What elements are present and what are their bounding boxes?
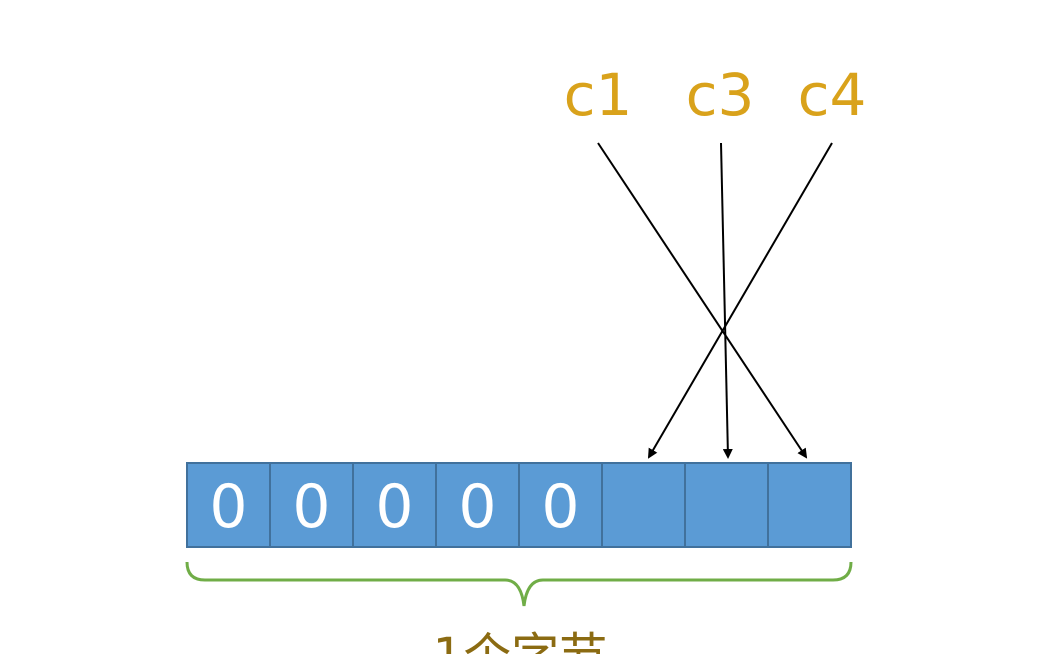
bit-value: 0 (292, 472, 330, 542)
label-c4: c4 (798, 61, 867, 129)
byte-cell (601, 462, 686, 548)
byte-cell (518, 462, 603, 548)
byte-cell (186, 462, 271, 548)
label-c3: c3 (686, 61, 755, 129)
byte-cell (269, 462, 354, 548)
brace-label: 1个字节 (433, 628, 608, 654)
arrow-c1 (597, 142, 808, 459)
byte-brace (185, 561, 853, 607)
bit-value: 0 (458, 472, 496, 542)
arrow-c4 (647, 142, 833, 459)
arrow-c3 (720, 142, 733, 459)
bit-value: 0 (209, 472, 247, 542)
bit-value: 0 (375, 472, 413, 542)
byte-cell (684, 462, 769, 548)
label-c1: c1 (564, 61, 633, 129)
bit-value: 0 (541, 472, 579, 542)
byte-cell (767, 462, 852, 548)
byte-cell (352, 462, 437, 548)
